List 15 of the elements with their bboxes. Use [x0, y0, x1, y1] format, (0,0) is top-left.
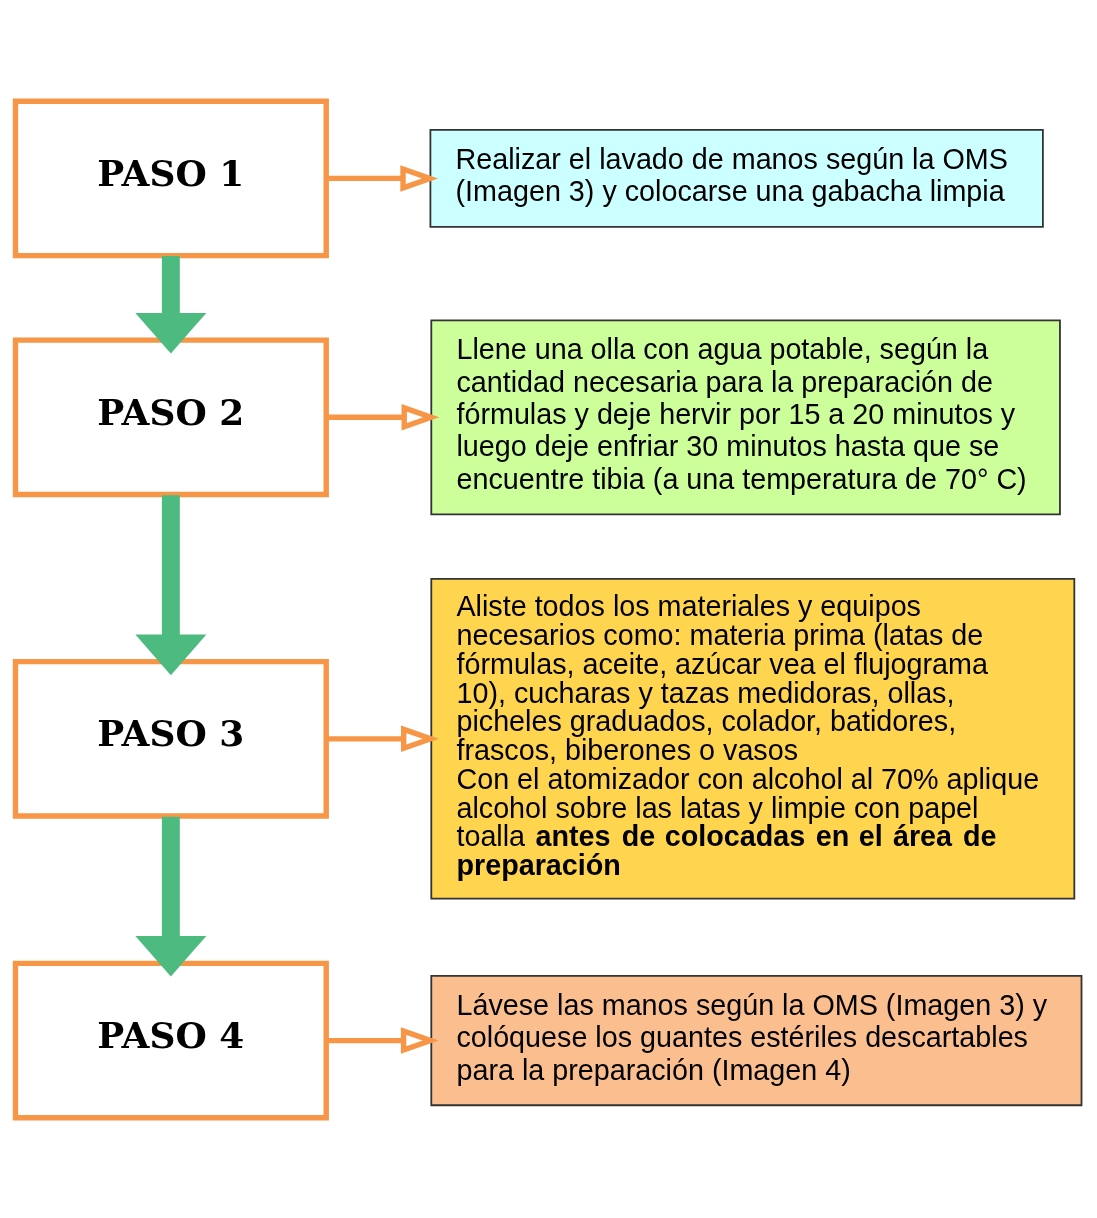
- node-box: Aliste todos los materiales y equipos necesarios como: materia prima (latas de fórmulas, aceite, azúcar vea el flujograma 10), cucharas y tazas medidoras, ollas, picheles graduados, colador, batidores, frascos, biberones o vasos Con el atomizador con alcohol al 70% aplique alcohol sobre las latas y limpie con papel toalla antes de colocadas en el área de preparación: [430, 577, 1076, 900]
- arrow: [326, 1026, 439, 1054]
- arrow: [326, 164, 439, 192]
- arrow: [326, 725, 439, 752]
- node-box: PASO 4: [12, 960, 329, 1120]
- node-box: PASO 2: [12, 336, 329, 497]
- arrow: [135, 816, 207, 977]
- node-box: Llene una olla con agua potable, según la cantidad necesaria para la preparación de fórmulas y deje hervir por 15 a 20 minutos y luego deje enfriar 30 minutos hasta que se encuentre tibia (a una temperatura de 70° C): [430, 318, 1061, 515]
- arrow: [326, 403, 440, 431]
- node-box: PASO 3: [12, 658, 329, 819]
- arrow: [135, 494, 207, 675]
- arrow: [135, 255, 207, 354]
- node-box: Lávese las manos según la OMS (Imagen 3) y colóquese los guantes estériles descartables para la preparación (Imagen 4): [430, 974, 1083, 1106]
- node-box: Realizar el lavado de manos según la OMS (Imagen 3) y colocarse una gabacha limpia: [429, 128, 1044, 228]
- node-box: PASO 1: [12, 98, 329, 258]
